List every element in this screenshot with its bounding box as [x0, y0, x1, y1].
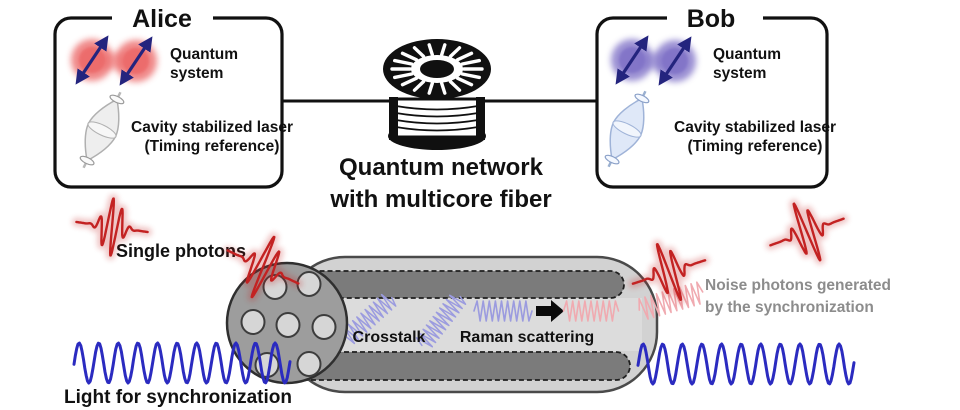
alice-quantum-system-label-1: Quantum: [170, 46, 238, 63]
bob-quantum-system-icon: [611, 35, 696, 86]
noise-photons-label-2: by the synchronization: [705, 299, 874, 316]
alice-node-box: Alice Quantum system Cavity stabilized l…: [53, 5, 293, 189]
bob-node-box: Bob Quantum system Cavity stabilized las…: [595, 5, 836, 189]
photon-packet-left: [75, 197, 149, 257]
bob-laser-label-2: (Timing reference): [688, 138, 823, 155]
raman-pump-wave: [473, 300, 533, 322]
noise-photons-label-1: Noise photons generated: [705, 277, 891, 294]
photon-packet-right: [769, 202, 845, 262]
crosstalk-label: Crosstalk: [353, 329, 426, 346]
alice-quantum-system-label-2: system: [170, 65, 223, 82]
light-sync-label: Light for synchronization: [64, 387, 292, 408]
photon-packet-exiting: [631, 243, 707, 301]
fiber-core-bottom: [289, 351, 631, 381]
alice-title: Alice: [132, 5, 192, 33]
raman-label: Raman scattering: [460, 329, 594, 346]
spool-radial-dashes: [390, 43, 484, 95]
raman-arrow-icon: [536, 300, 564, 322]
bob-laser-label-1: Cavity stabilized laser: [674, 119, 836, 136]
sync-sine-wave-right: [636, 342, 856, 386]
bob-title-gap: [667, 12, 763, 25]
photon-packet-entering: [226, 235, 300, 299]
fiber-spool-icon: [383, 39, 491, 150]
spin-arrow-icon: [615, 35, 649, 85]
alice-title-gap: [112, 12, 213, 25]
bob-quantum-system-label-1: Quantum: [713, 46, 781, 63]
spin-arrow-icon: [75, 35, 109, 85]
network-caption-line2: with multicore fiber: [329, 186, 551, 213]
fiber-core-top: [289, 270, 625, 299]
network-caption-line1: Quantum network: [339, 154, 544, 181]
alice-laser-icon: [79, 91, 125, 169]
spin-arrow-icon: [119, 36, 153, 86]
raman-noise-wave: [562, 300, 620, 322]
bob-laser-icon: [604, 90, 650, 168]
crosstalk-wave-2: [415, 294, 467, 348]
spin-arrow-icon: [658, 36, 692, 86]
bob-title: Bob: [687, 5, 736, 33]
single-photons-label: Single photons: [116, 241, 246, 261]
bob-quantum-system-label-2: system: [713, 65, 766, 82]
multicore-fiber: Crosstalk Raman scattering: [225, 255, 659, 394]
alice-quantum-system-icon: [71, 35, 157, 86]
crosstalk-wave-1: [339, 293, 397, 345]
sync-sine-wave-left: [72, 341, 292, 385]
alice-laser-label-1: Cavity stabilized laser: [131, 119, 293, 136]
alice-laser-label-2: (Timing reference): [145, 138, 280, 155]
